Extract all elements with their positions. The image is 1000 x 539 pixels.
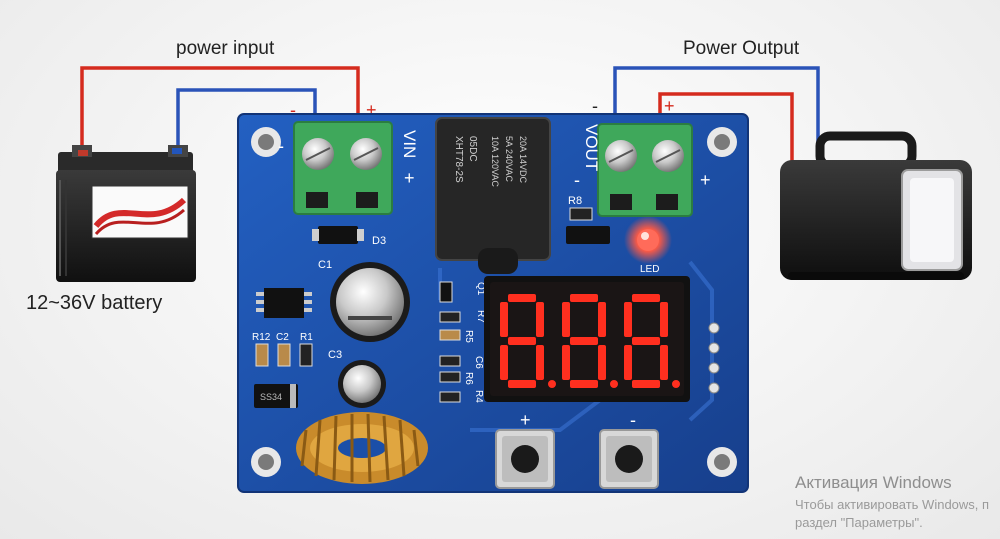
display-segment	[536, 302, 544, 337]
display-segment	[536, 345, 544, 380]
display-segment	[508, 380, 536, 388]
diode-ss34: SS34	[254, 384, 298, 408]
r6-label: R6	[463, 372, 474, 385]
button-minus-label: -	[630, 410, 636, 430]
vout-minus-label: -	[574, 170, 580, 190]
display-decimal-point	[548, 380, 556, 388]
seven-segment-display	[484, 276, 690, 402]
output-minus-mark: -	[592, 96, 598, 116]
input-negative-wire	[176, 88, 317, 150]
display-segment	[508, 294, 536, 302]
capacitor-c1: C1	[318, 259, 410, 342]
c6-label: C6	[473, 356, 484, 369]
mounting-hole	[251, 127, 281, 157]
r7-label: R7	[475, 310, 486, 323]
r1-label: R1	[300, 332, 313, 343]
display-segment	[500, 345, 508, 380]
c2-label: C2	[276, 332, 289, 343]
display-segment	[570, 294, 598, 302]
display-segment	[632, 337, 660, 345]
toroidal-inductor	[296, 412, 428, 484]
r4-label: R4	[473, 390, 484, 403]
diode-d3: D3	[312, 226, 386, 247]
power-input-label: power input	[176, 38, 275, 59]
output-wires	[613, 66, 820, 170]
display-segment	[598, 302, 606, 337]
d3-label: D3	[372, 235, 386, 247]
smd-components: R12 C2 R1 Q1 R7 R5 C6 R6 R4	[252, 281, 486, 403]
button-plus-label: +	[520, 410, 531, 430]
ss34-label: SS34	[260, 392, 282, 402]
r8-label: R8	[568, 195, 582, 207]
header-pins	[708, 322, 720, 394]
output-negative-wire	[613, 66, 820, 148]
display-segment	[660, 345, 668, 380]
input-positive-wire	[80, 66, 360, 160]
led-label: LED	[640, 264, 659, 275]
display-segment	[624, 345, 632, 380]
vout-plus-label: +	[700, 170, 711, 190]
c1-label: C1	[318, 259, 332, 271]
portable-lamp	[780, 131, 972, 280]
r12-label: R12	[252, 332, 271, 343]
battery-label: 12~36V battery	[26, 292, 163, 314]
relay-text-5: 20A 14VDC	[518, 136, 528, 184]
increase-button[interactable]	[495, 429, 555, 489]
display-segment	[562, 345, 570, 380]
display-segment	[624, 302, 632, 337]
relay-text-2: 05DC	[467, 136, 478, 162]
display-segment	[562, 302, 570, 337]
input-wires	[80, 66, 360, 160]
q1-label: Q1	[475, 282, 486, 296]
status-led: LED	[624, 216, 672, 275]
capacitor-c3: C3	[328, 349, 386, 408]
decrease-button[interactable]	[599, 429, 659, 489]
input-minus-mark: -	[290, 100, 296, 120]
c3-label: C3	[328, 349, 342, 361]
display-digit	[562, 294, 618, 388]
display-decimal-point	[672, 380, 680, 388]
display-segment	[632, 380, 660, 388]
vin-plus-label: +	[404, 168, 415, 188]
car-battery	[56, 145, 196, 282]
display-segment	[660, 302, 668, 337]
relay: XHT78-2S 05DC 10A 120VAC 5A 240VAC 20A 1…	[435, 117, 551, 274]
display-digits	[500, 294, 680, 388]
mounting-hole	[707, 127, 737, 157]
relay-text-1: XHT78-2S	[453, 136, 464, 183]
relay-text-3: 10A 120VAC	[490, 136, 500, 187]
display-decimal-point	[610, 380, 618, 388]
windows-activation-line-2: раздел "Параметры".	[795, 515, 923, 530]
output-plus-mark: +	[664, 96, 675, 116]
r5-label: R5	[463, 330, 474, 343]
input-plus-mark: +	[366, 100, 377, 120]
vin-label: VIN	[400, 130, 419, 158]
display-digit	[500, 294, 556, 388]
output-positive-wire	[658, 92, 794, 170]
relay-text-4: 5A 240VAC	[504, 136, 514, 182]
display-segment	[570, 380, 598, 388]
input-terminal-block	[293, 121, 393, 215]
display-segment	[632, 294, 660, 302]
output-terminal-block	[597, 123, 693, 217]
display-segment	[500, 302, 508, 337]
display-segment	[570, 337, 598, 345]
mounting-hole	[251, 447, 281, 477]
display-digit	[624, 294, 680, 388]
windows-activation-line-1: Чтобы активировать Windows, п	[795, 497, 990, 512]
windows-activation-title: Активация Windows	[795, 473, 952, 492]
ic-chip	[256, 288, 312, 318]
resistor-r8: R8	[566, 195, 610, 244]
mounting-hole	[707, 447, 737, 477]
display-segment	[508, 337, 536, 345]
power-output-label: Power Output	[683, 38, 800, 59]
display-segment	[598, 345, 606, 380]
vout-label: VOUT	[582, 124, 601, 171]
vin-minus-label: -	[278, 136, 284, 156]
